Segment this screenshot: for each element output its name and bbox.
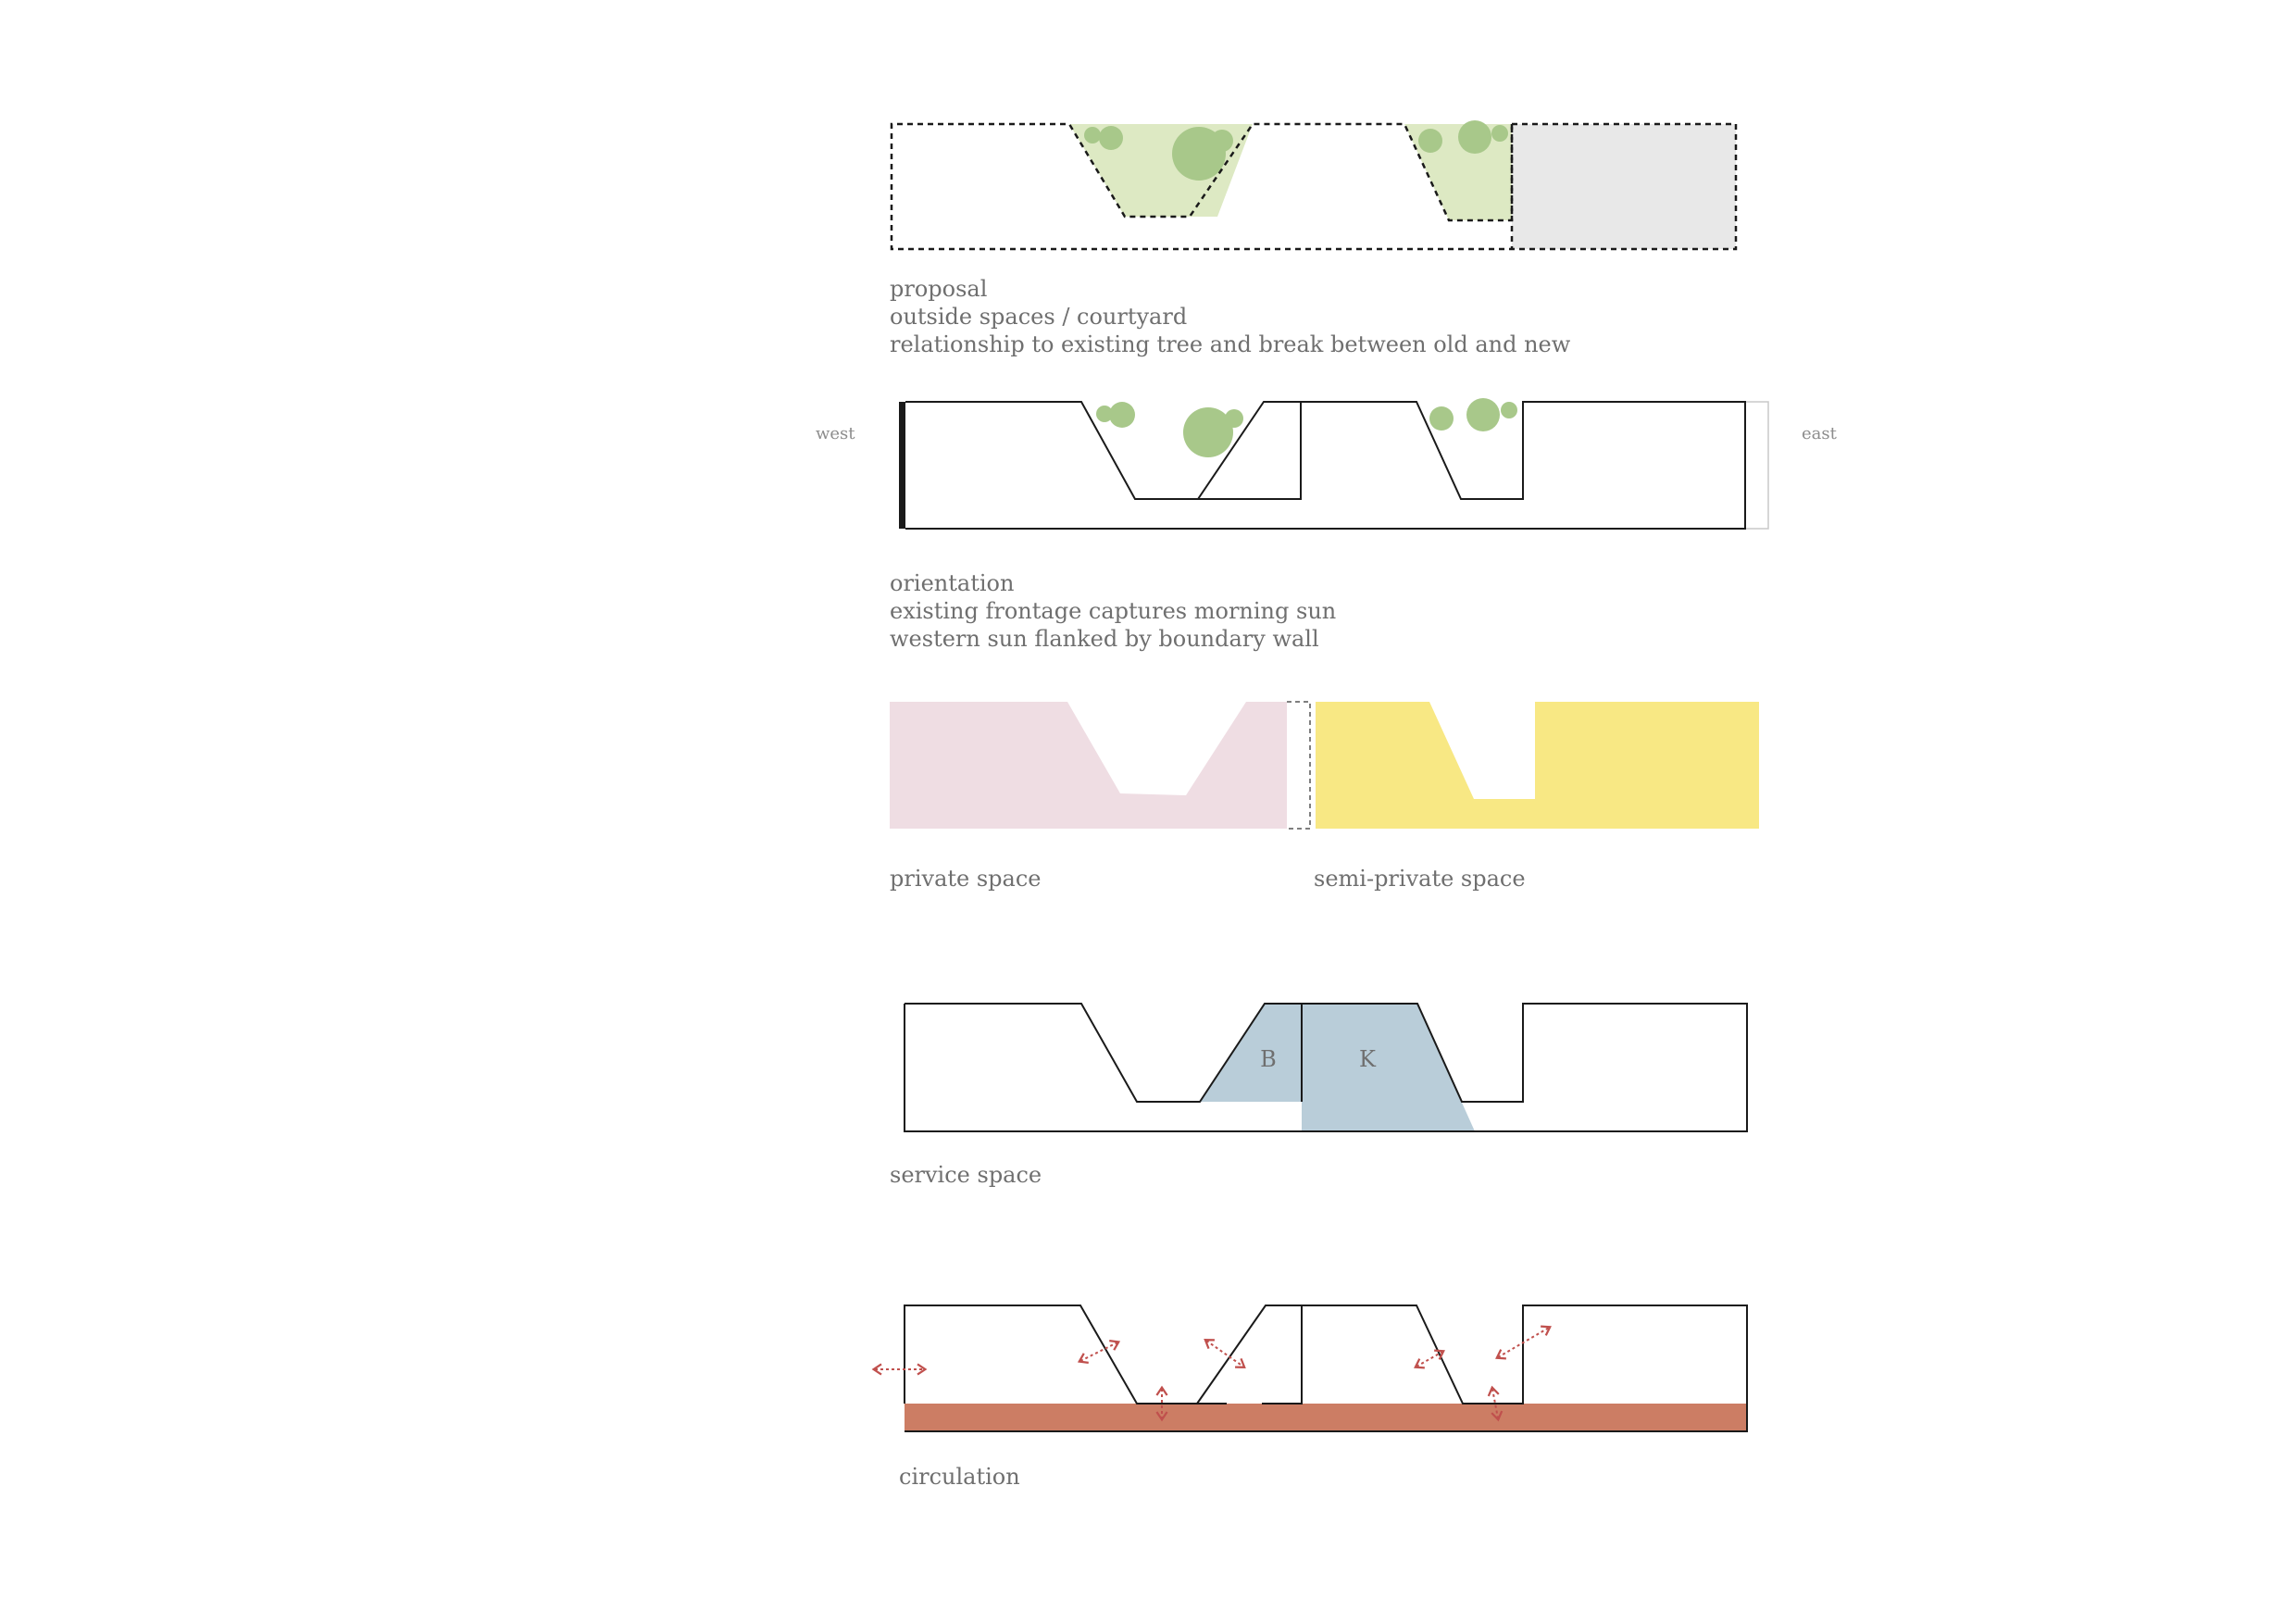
circulation-label: circulation	[899, 1464, 1020, 1490]
private-space-zone	[890, 702, 1287, 829]
orientation-caption-line-3: western sun flanked by boundary wall	[890, 626, 1319, 652]
circulation-plan-outline	[904, 1305, 1227, 1405]
arrow-courtyard-2a	[1414, 1349, 1445, 1369]
private-space-label: private space	[890, 866, 1042, 892]
circulation-corridor	[905, 1404, 1747, 1431]
arrow-courtyard-2b	[1495, 1325, 1552, 1360]
orientation-trees	[1096, 398, 1517, 457]
orientation-plan-outline-east	[905, 401, 1746, 530]
orientation-caption-line-2: existing frontage captures morning sun	[890, 598, 1337, 624]
boundary-wall	[899, 402, 905, 529]
proposal-caption-line-3: relationship to existing tree and break …	[890, 331, 1571, 357]
bathroom-letter: B	[1260, 1046, 1277, 1072]
service-plan-outline	[904, 1003, 1748, 1132]
east-label: east	[1802, 424, 1837, 443]
orientation-caption: orientation existing frontage captures m…	[890, 569, 1336, 653]
orientation-plan-outline	[905, 401, 1302, 500]
semi-private-space-zone	[1316, 702, 1759, 829]
kitchen-letter: K	[1359, 1046, 1377, 1072]
existing-building	[1512, 124, 1736, 249]
proposal-caption-line-1: proposal	[890, 276, 988, 302]
arrow-courtyard-1b	[1204, 1339, 1246, 1368]
proposal-caption: proposal outside spaces / courtyard rela…	[890, 275, 1570, 358]
proposal-caption-line-2: outside spaces / courtyard	[890, 304, 1188, 330]
arrow-courtyard-1a	[1077, 1340, 1121, 1364]
spaces-gap-dashed	[1287, 701, 1311, 830]
circulation-arrows	[871, 1325, 1552, 1422]
west-label: west	[816, 424, 855, 443]
circulation-plan-outline-mid	[1196, 1305, 1303, 1405]
proposal-outline	[890, 122, 1738, 251]
orientation-caption-line-1: orientation	[890, 570, 1015, 596]
service-zone-bathroom	[1200, 1004, 1302, 1102]
service-space-label: service space	[890, 1162, 1042, 1188]
existing-trees	[1084, 120, 1508, 181]
semi-private-space-label: semi-private space	[1314, 866, 1526, 892]
